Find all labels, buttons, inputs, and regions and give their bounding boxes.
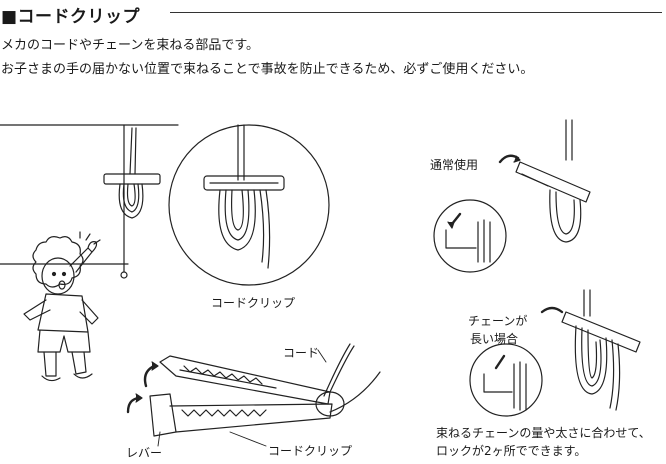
clip-mechanism-illustration bbox=[126, 343, 381, 447]
note-line-1: 束ねるチェーンの量や太さに合わせて、 bbox=[436, 426, 651, 440]
label-lever: レバー bbox=[126, 446, 163, 460]
description-line-1: メカのコードやチェーンを束ねる部品です。 bbox=[1, 38, 260, 53]
note-line-2: ロックが2ヶ所でできます。 bbox=[436, 444, 587, 458]
description-line-2: お子さまの手の届かない位置で束ねることで事故を防止できるため、必ずご使用ください… bbox=[1, 62, 534, 77]
blind-scene-illustration bbox=[0, 124, 179, 279]
normal-use-illustration bbox=[433, 119, 591, 273]
label-normal-use: 通常使用 bbox=[430, 158, 479, 172]
label-cord-clip-center: コードクリップ bbox=[211, 296, 296, 310]
label-chain-long-line-1: チェーンが bbox=[468, 314, 528, 328]
title-rule bbox=[170, 12, 662, 13]
page-title: ■コードクリップ bbox=[1, 7, 141, 27]
chain-long-illustration bbox=[469, 289, 641, 417]
label-chain-long-line-2: 長い場合 bbox=[470, 332, 519, 346]
label-cord-clip-detail: コードクリップ bbox=[268, 444, 353, 458]
child-illustration bbox=[23, 231, 101, 382]
label-cord: コード bbox=[283, 346, 320, 360]
title-row: ■コードクリップ bbox=[0, 0, 666, 27]
cord-clip-detail-circle bbox=[168, 124, 330, 286]
